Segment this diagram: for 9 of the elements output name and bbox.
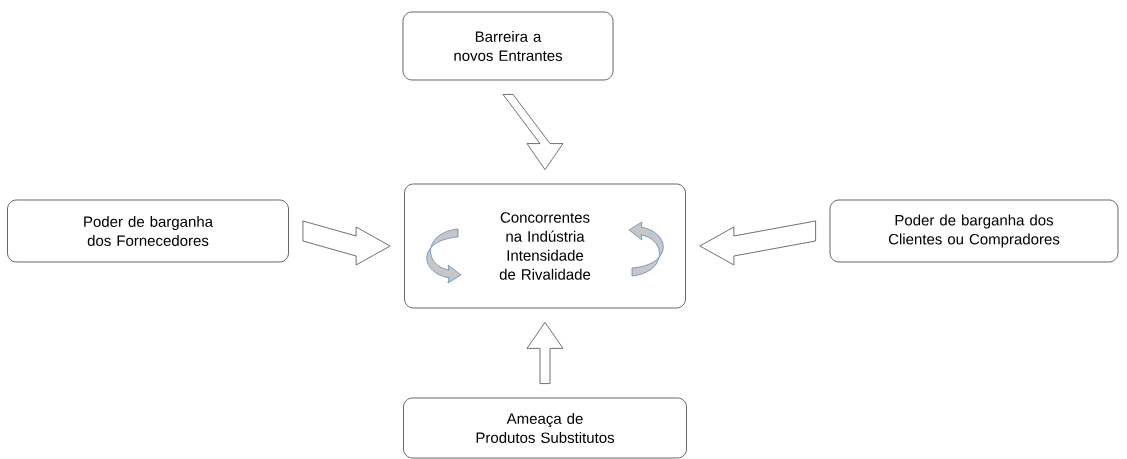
block-arrow [526,322,564,384]
process-box: Concorrentes na Indústria Intensidade de Rivalidade [404,183,686,309]
block-arrow [699,220,816,266]
process-box: Ameaça de Produtos Substitutos [403,397,687,459]
process-box: Poder de barganha dos Fornecedores [7,199,289,263]
block-arrow [302,220,391,266]
process-box: Barreira a novos Entrantes [402,11,614,81]
process-box: Poder de barganha dos Clientes ou Compradores [829,199,1119,263]
block-arrow [502,94,564,170]
